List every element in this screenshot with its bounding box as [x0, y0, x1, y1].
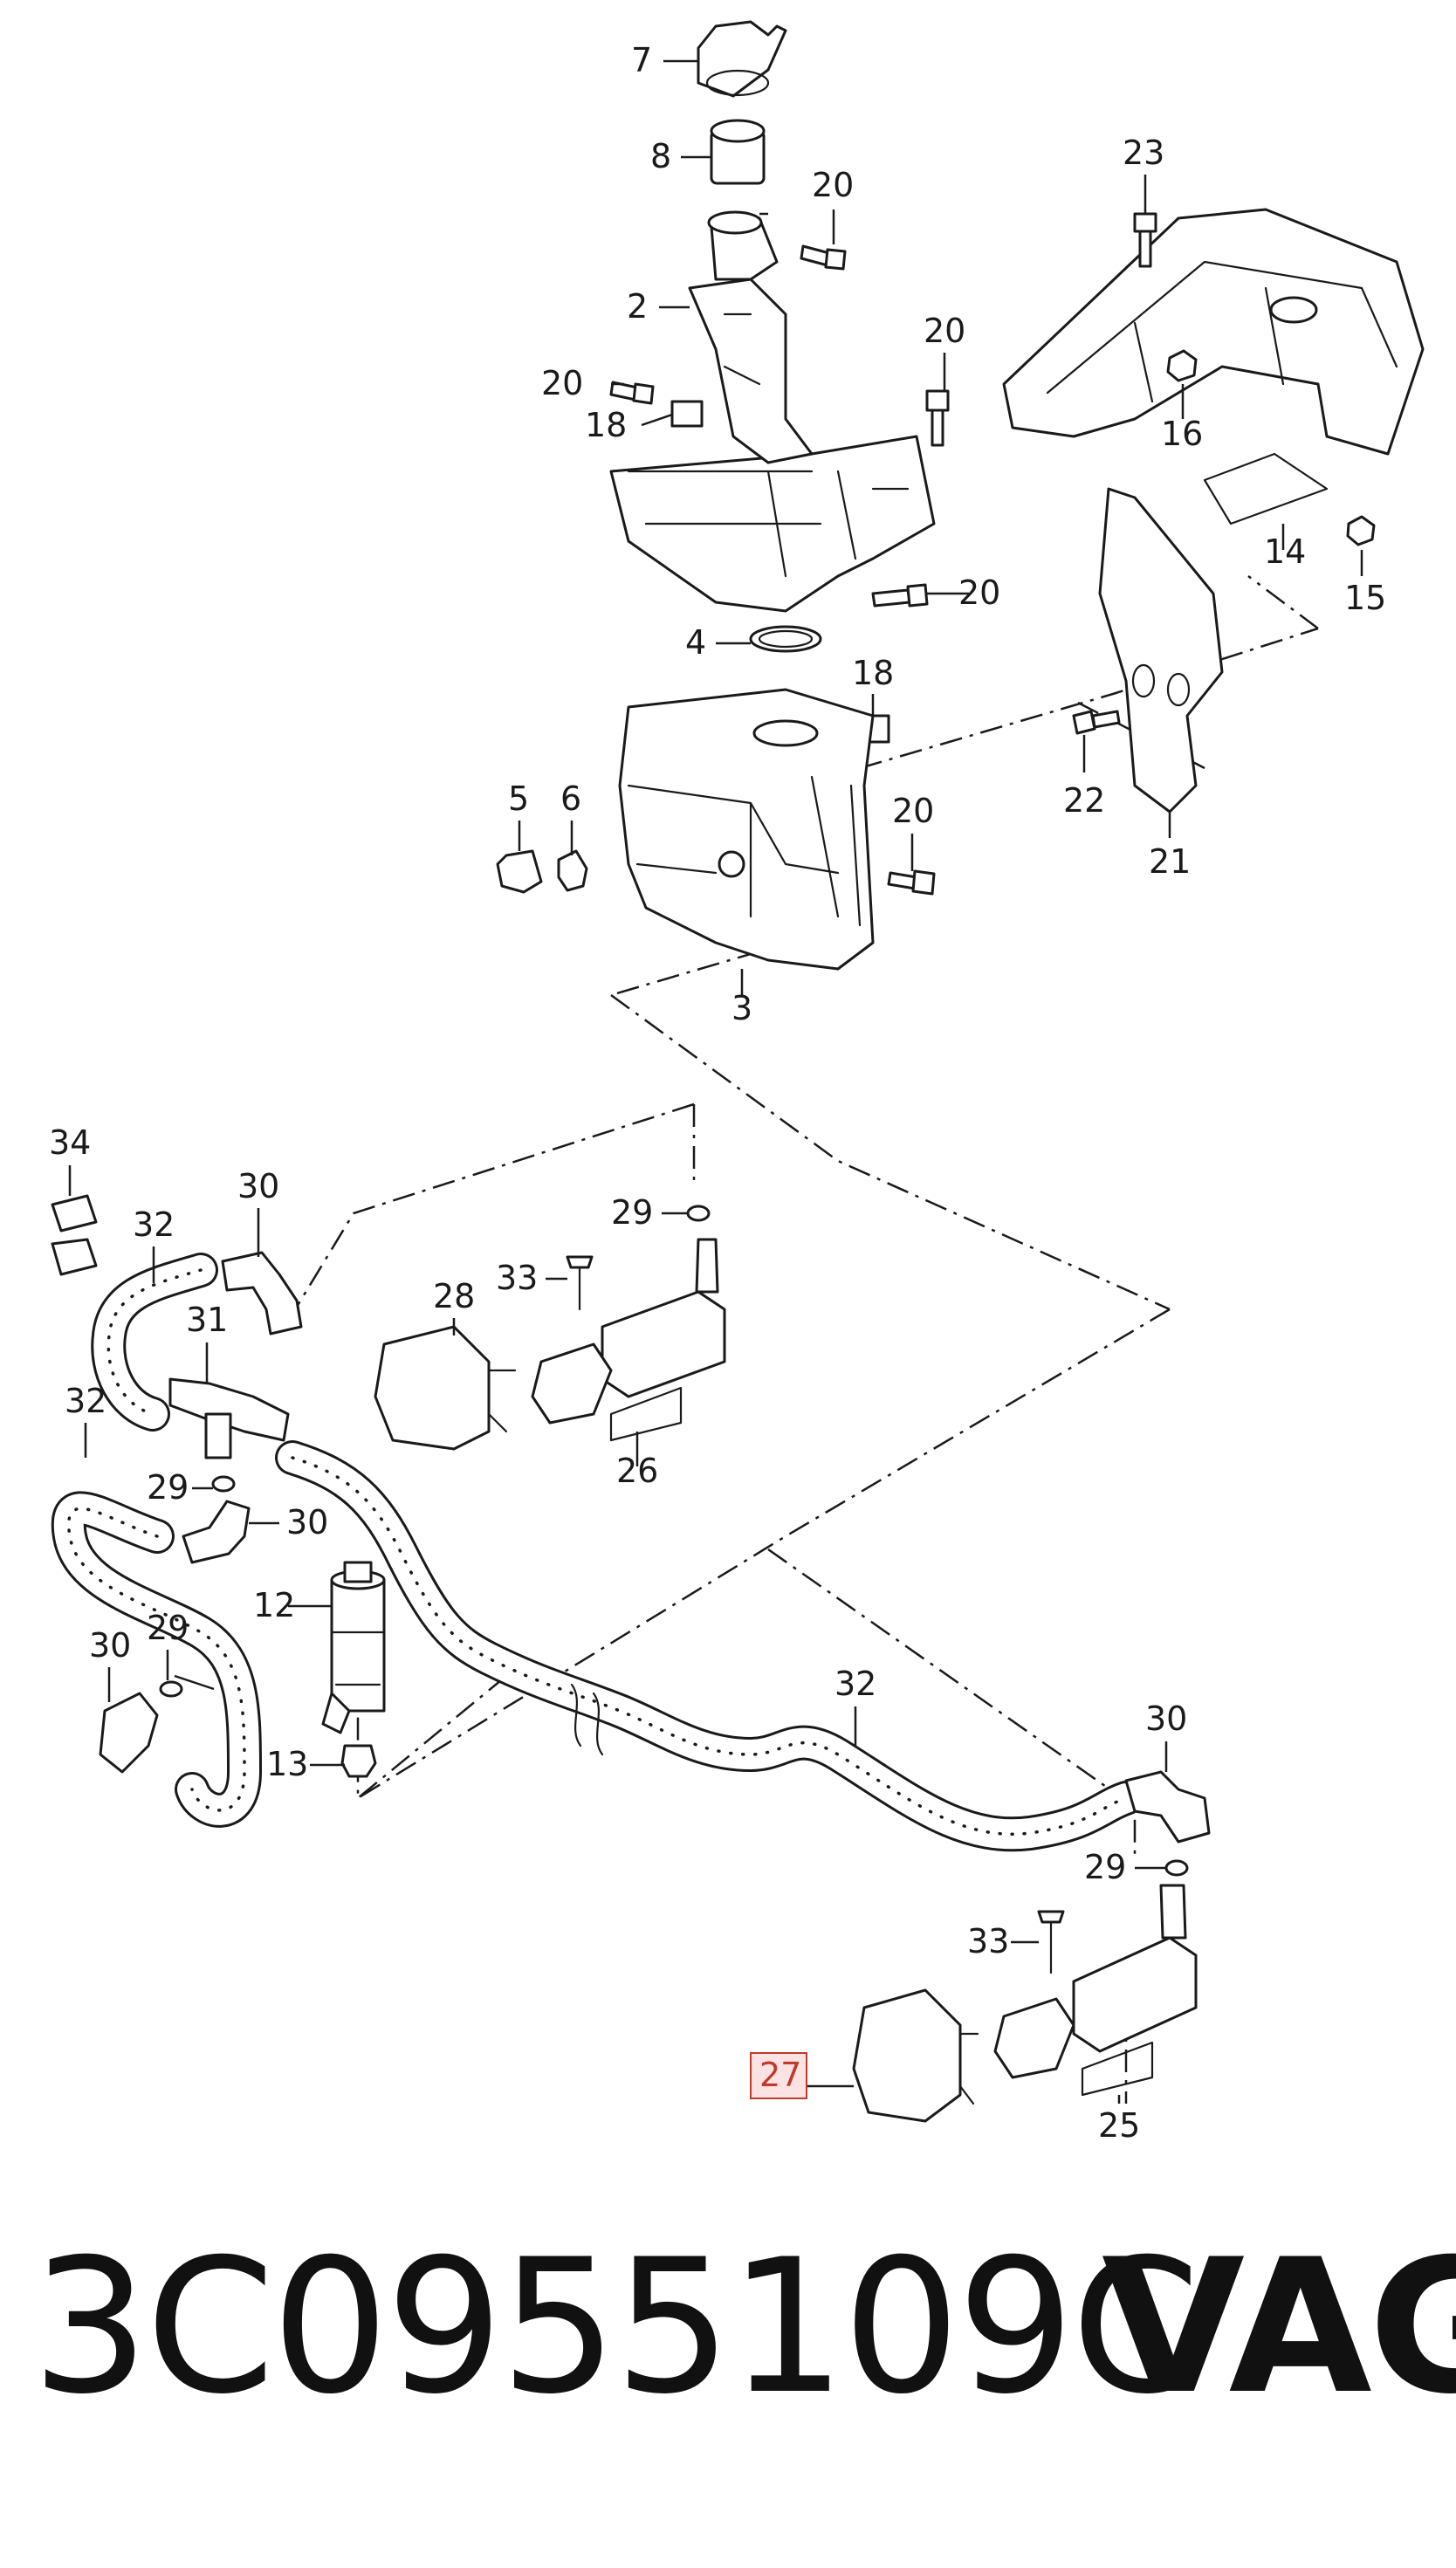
o-ring	[686, 1205, 711, 1222]
callout-label: 32	[65, 1382, 106, 1420]
callout-label: 34	[49, 1123, 91, 1162]
callout-label: 32	[834, 1665, 876, 1703]
callout-label: 31	[186, 1301, 228, 1339]
o-ring	[1164, 1859, 1189, 1877]
callout-label: 30	[89, 1626, 131, 1665]
callout-label: 6	[560, 779, 581, 818]
body-bracket	[1002, 208, 1425, 456]
lower-reservoir	[618, 688, 875, 971]
callout-label: 18	[852, 654, 894, 692]
callout-label: 26	[616, 1452, 658, 1490]
elbow-connector	[99, 1692, 159, 1774]
callout-label: 22	[1063, 781, 1105, 820]
elbow-connector	[182, 1500, 251, 1564]
elbow-connector	[1124, 1770, 1211, 1844]
grommet-icon	[557, 849, 588, 892]
callout-label: 25	[1098, 2106, 1140, 2145]
grommet-icon	[340, 1744, 377, 1778]
callout-label: 18	[585, 406, 627, 444]
callout-label: 16	[1161, 415, 1203, 453]
callout-label: 7	[631, 41, 652, 79]
callout-label: 27	[759, 2056, 801, 2094]
callout-label: 20	[812, 166, 854, 204]
screw-icon	[566, 1255, 594, 1311]
brand-name: VAG	[1102, 2219, 1456, 2434]
clip-icon	[670, 400, 704, 428]
callout-label: 30	[237, 1167, 279, 1205]
bolt-icon	[925, 389, 950, 447]
mounting-bracket	[1098, 452, 1329, 814]
hose-lines	[51, 1253, 1144, 1852]
grommet-icon	[496, 849, 543, 894]
callout-label: 30	[286, 1503, 328, 1541]
bolt-icon	[800, 244, 847, 271]
bolt-icon	[871, 583, 929, 608]
callout-label: 32	[133, 1205, 175, 1244]
o-ring	[211, 1475, 236, 1493]
nozzle-cover	[374, 1325, 517, 1451]
washer-pump	[321, 1561, 386, 1734]
callout-label: 4	[685, 623, 706, 662]
part-number: 3C0955109C	[31, 2219, 1200, 2434]
callout-label: 20	[958, 573, 1000, 612]
callout-label: 15	[1344, 579, 1386, 617]
t-connector	[168, 1377, 290, 1459]
callout-label: 29	[611, 1193, 653, 1232]
callout-label: 33	[496, 1259, 538, 1297]
bolt-icon	[887, 869, 936, 896]
callout-label: 23	[1123, 134, 1164, 172]
upper-reservoir	[609, 210, 936, 613]
nozzle-cover	[852, 1988, 979, 2123]
washer-nozzle	[531, 1238, 726, 1442]
nut-icon	[1346, 515, 1376, 546]
hose-clip	[51, 1194, 98, 1276]
bolt-icon	[1072, 710, 1121, 735]
callout-labels: 7 8 20 2 20 18 20 20 4 18 5 6 20 3 23 16…	[49, 41, 1386, 2145]
leader-lines	[68, 59, 1363, 2104]
washer-nozzle	[993, 1884, 1198, 2097]
highlight-box	[750, 2052, 807, 2099]
callout-label: 29	[147, 1468, 189, 1507]
callout-label: 29	[147, 1609, 189, 1647]
callout-label: 29	[1084, 1848, 1126, 1886]
callout-label: 14	[1264, 532, 1306, 571]
callout-label: 3	[731, 989, 752, 1027]
callout-label: 5	[508, 779, 529, 818]
elbow-connector	[221, 1251, 303, 1335]
nut-icon	[1166, 349, 1198, 382]
o-ring	[159, 1680, 183, 1698]
callout-label: 13	[266, 1745, 308, 1783]
callout-label: 2	[627, 287, 648, 326]
callout-label: 8	[650, 137, 671, 175]
callout-label: 30	[1145, 1699, 1187, 1738]
callout-label: 12	[253, 1586, 295, 1624]
callout-label: 33	[967, 1922, 1009, 1960]
callout-label: 20	[892, 792, 934, 830]
callout-label: 20	[541, 364, 583, 402]
filler-neck	[710, 119, 766, 185]
callout-label: 28	[433, 1277, 475, 1315]
seal-ring	[749, 625, 822, 653]
callout-label: 20	[924, 312, 965, 350]
bolt-icon	[609, 381, 655, 405]
screw-icon	[1037, 1910, 1065, 1974]
callout-label: 21	[1149, 842, 1191, 881]
filler-cap	[697, 20, 787, 98]
